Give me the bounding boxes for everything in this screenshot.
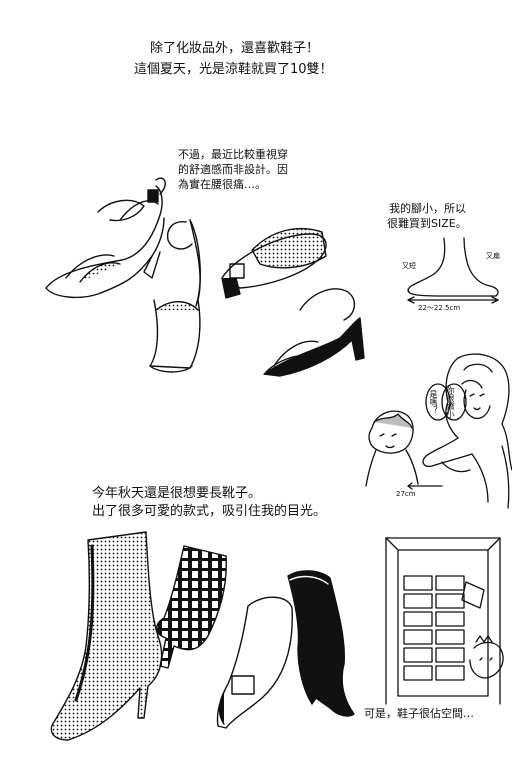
boots-illustration	[48, 528, 368, 743]
caption-comfort-line2: 的舒適感而非設計。因	[178, 163, 288, 176]
foot-illustration	[400, 234, 505, 309]
caption-boots-line2: 出了很多可愛的款式，吸引住我的目光。	[92, 504, 327, 519]
caption-boots-line1: 今年秋天還是很想要長靴子。	[92, 486, 262, 501]
sandals-illustration	[40, 160, 370, 385]
caption-comfort-line1: 不過，最近比較重視穿	[178, 148, 288, 161]
caption-closet: 可是，鞋子很佔空間…	[364, 707, 474, 720]
caption-foot-line2: 很難買到SIZE。	[387, 217, 467, 230]
calf-measure: 27cm	[396, 490, 416, 498]
bubble-left-text: 是嗎？	[429, 390, 438, 414]
label-short: 又短	[402, 262, 416, 270]
caption-intro-line1: 除了化妝品外，還喜歡鞋子！	[150, 41, 320, 56]
characters-illustration	[362, 350, 512, 510]
bubble-right-text: 你很嬌小	[446, 386, 455, 418]
caption-foot-line1: 我的腳小，所以	[389, 202, 466, 215]
caption-comfort-line3: 為實在腰很痛…。	[178, 178, 266, 191]
caption-intro-line2: 這個夏天，光是涼鞋就買了10雙！	[134, 62, 333, 77]
foot-size-range: 22～22.5cm	[418, 304, 461, 312]
closet-illustration	[382, 536, 506, 704]
label-flat: 又扁	[486, 252, 500, 260]
